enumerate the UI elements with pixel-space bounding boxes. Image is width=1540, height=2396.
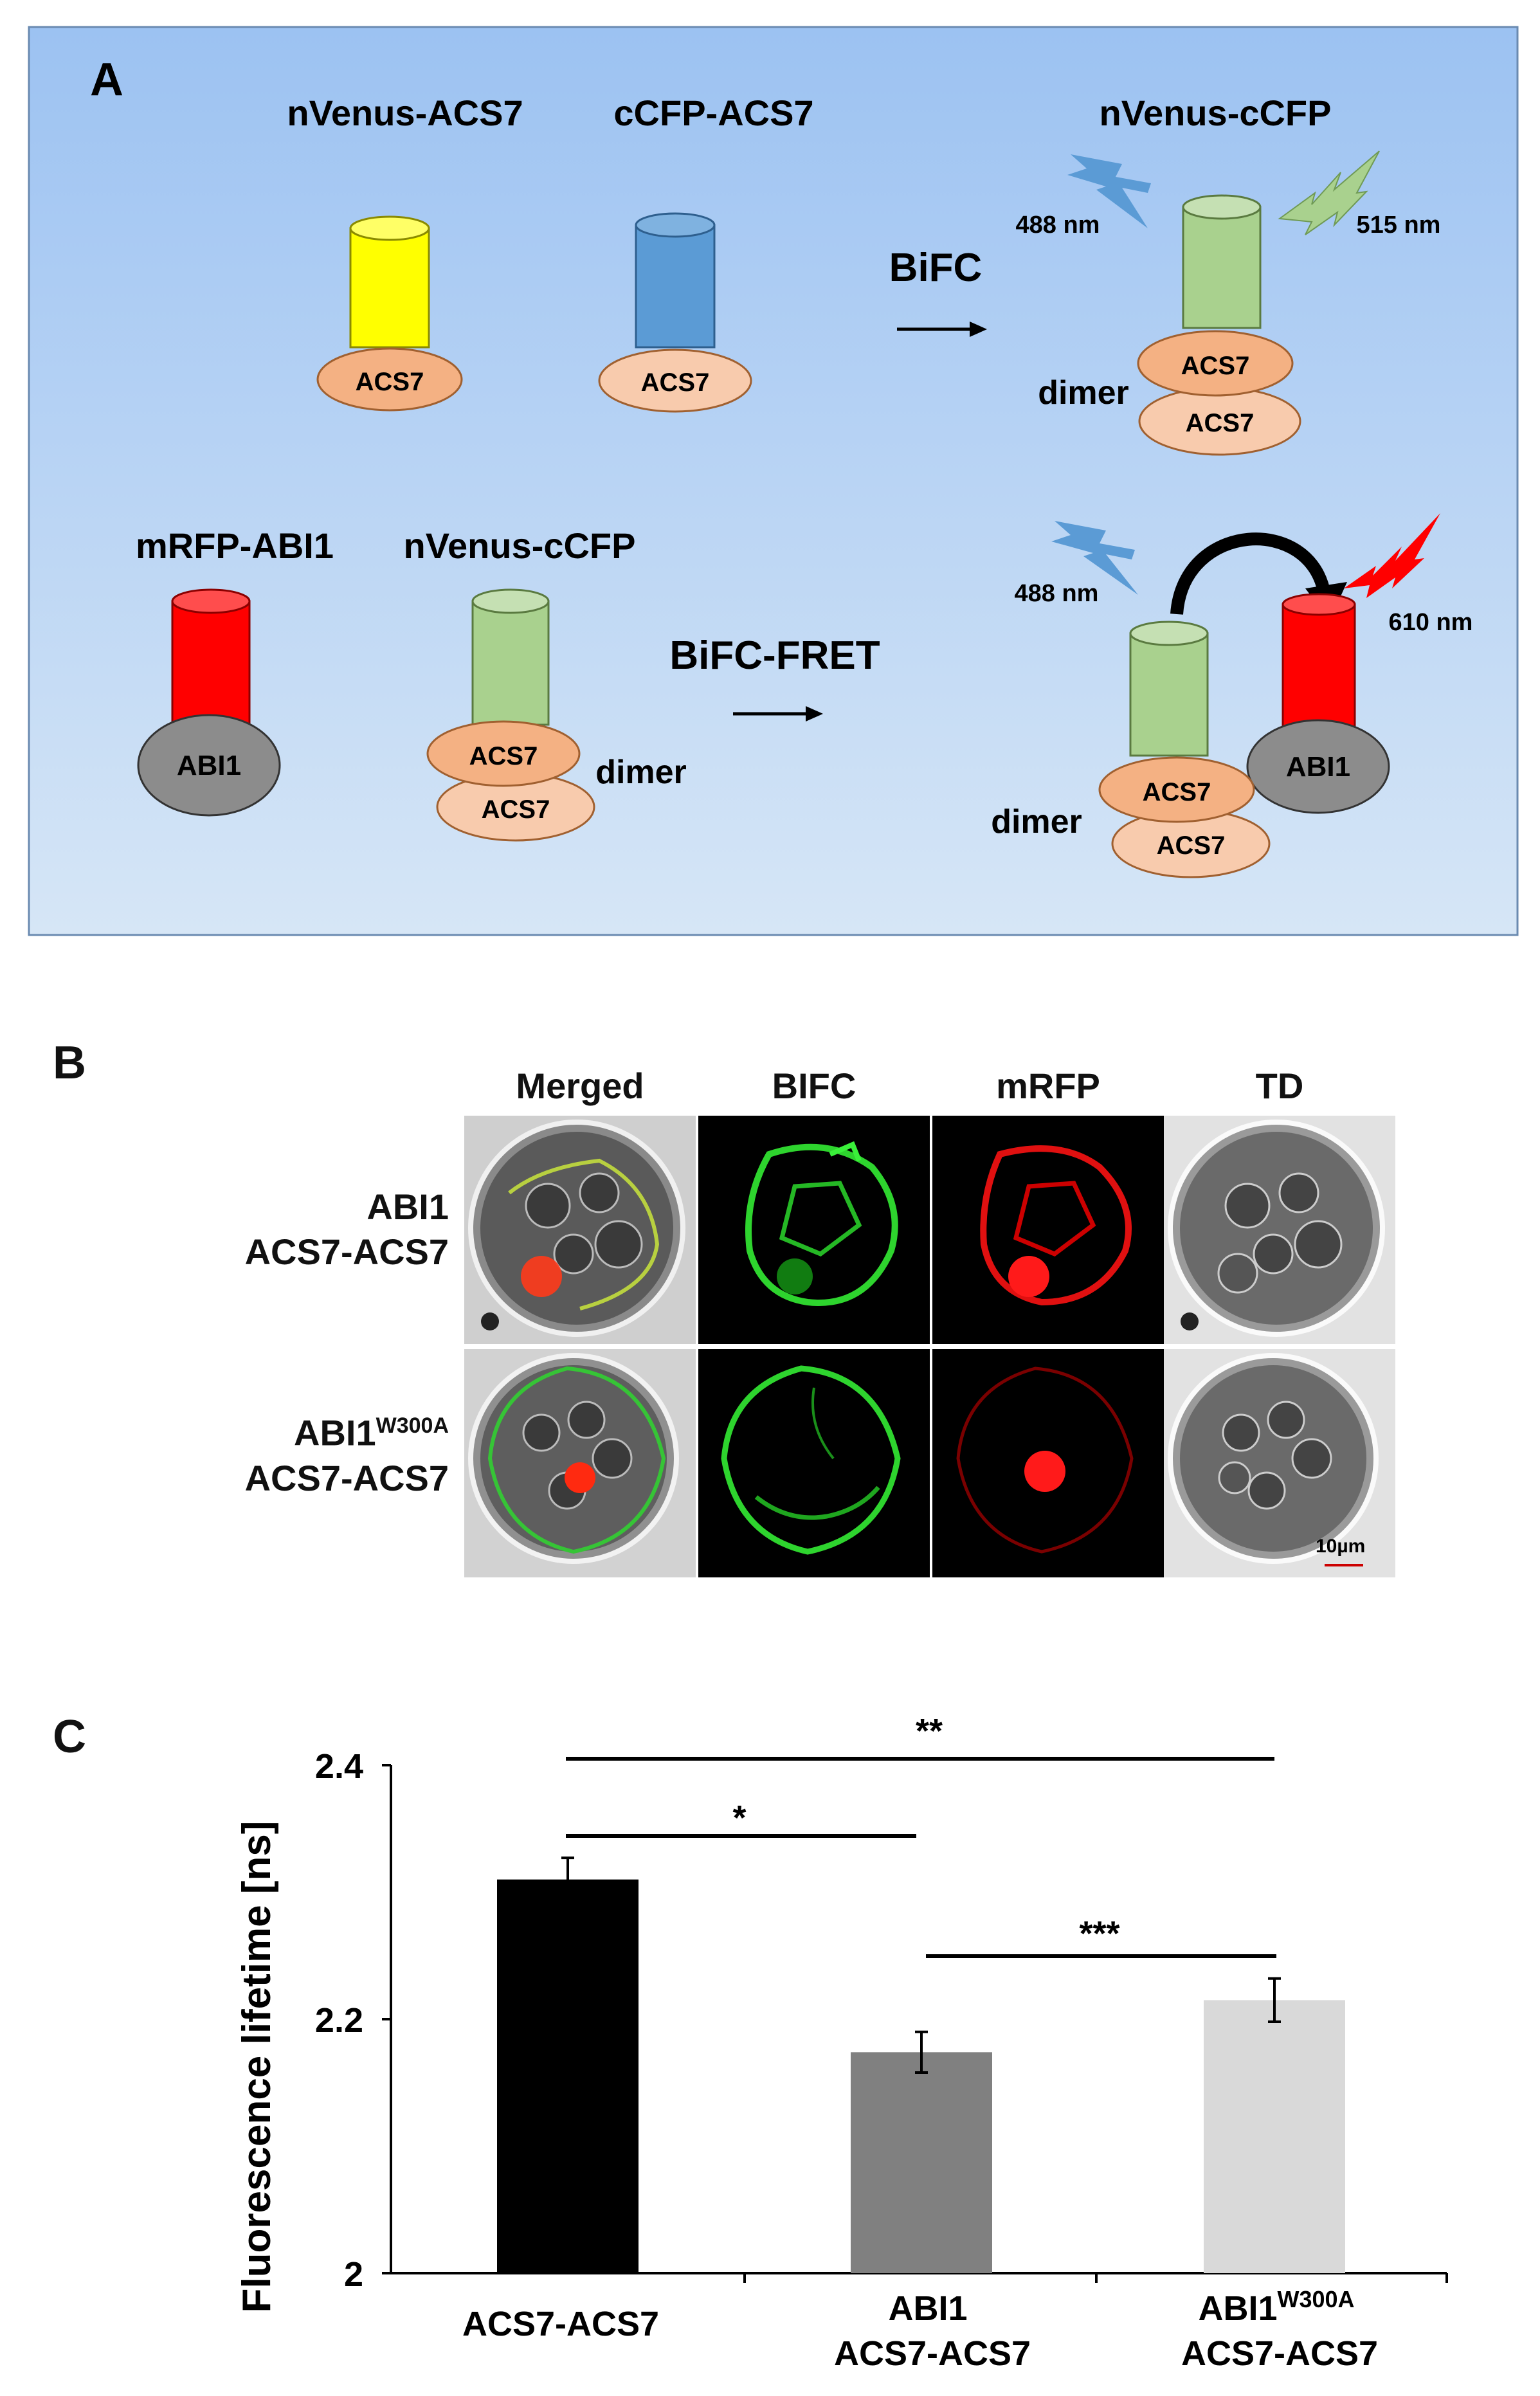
- category-label-2-line2: ACS7-ACS7: [834, 2334, 1031, 2373]
- svg-text:ACS7: ACS7: [1181, 352, 1250, 380]
- red-cylinder: [171, 588, 251, 734]
- dimer-label-input: dimer: [595, 754, 687, 791]
- scale-bar-label: 10µm: [1316, 1536, 1366, 1557]
- input-dimer-acs7-bottom: ACS7: [436, 772, 595, 842]
- input-dimer-acs7-top: ACS7: [426, 720, 581, 787]
- row1-line2: ACS7-ACS7: [244, 1231, 449, 1272]
- category-label-3-line1: ABI1W300A: [1198, 2286, 1354, 2328]
- panel-b-letter: B: [53, 1037, 86, 1089]
- svg-text:ACS7: ACS7: [482, 795, 550, 824]
- col-header-td: TD: [1255, 1066, 1304, 1106]
- image-mrfp-abi1-w300a: [932, 1349, 1164, 1577]
- label-mrfp-abi1: mRFP-ABI1: [136, 525, 334, 566]
- svg-text:ABI1: ABI1: [1286, 751, 1350, 783]
- bifc-fret-arrow-label: BiFC-FRET: [669, 633, 880, 678]
- excitation-bolt-bottom-icon: [1051, 521, 1138, 595]
- dimer-acs7-bottom-top: ACS7: [1138, 386, 1301, 456]
- category-3-base: ABI1: [1198, 2289, 1277, 2328]
- bifc-fret-arrow: [733, 706, 823, 722]
- category-label-3-line2: ACS7-ACS7: [1181, 2334, 1378, 2373]
- emission-bolt-red-icon: [1344, 513, 1440, 598]
- category-3-superscript: W300A: [1277, 2286, 1354, 2312]
- label-nvenus-ccfp-bottom: nVenus-cCFP: [404, 525, 636, 566]
- col-header-bifc: BIFC: [772, 1066, 856, 1106]
- bar-3: [1204, 2000, 1345, 2273]
- col-header-merged: Merged: [516, 1066, 644, 1106]
- row1-line1: ABI1: [367, 1186, 449, 1227]
- label-nvenus-ccfp: nVenus-cCFP: [1100, 93, 1332, 133]
- row-label-abi1-w300a: ABI1W300A ACS7-ACS7: [192, 1403, 449, 1501]
- svg-text:ACS7: ACS7: [1186, 409, 1255, 437]
- svg-text:ACS7: ACS7: [641, 368, 710, 397]
- blue-cylinder: [635, 212, 716, 349]
- bars: [497, 1856, 1345, 2273]
- y-tick-label: 2.2: [315, 2001, 363, 2040]
- yellow-cylinder: [349, 215, 430, 349]
- sig-label-top: **: [916, 1712, 943, 1750]
- row2-line1: ABI1: [294, 1412, 376, 1453]
- bar-chart: Fluorescence lifetime [ns] 22.22.4 ** * …: [235, 1712, 1448, 2373]
- dimer-label-result: dimer: [991, 803, 1082, 840]
- svg-text:ACS7: ACS7: [1143, 778, 1211, 806]
- acs7-ellipse-1: ACS7: [316, 347, 463, 412]
- sig-label-right: ***: [1079, 1914, 1119, 1953]
- abi1-circle: ABI1: [137, 714, 281, 817]
- excitation-488-bottom: 488 nm: [1015, 580, 1099, 607]
- dimer-label-top: dimer: [1038, 374, 1129, 412]
- bifc-arrow: [897, 322, 987, 337]
- excitation-488-top: 488 nm: [1016, 212, 1100, 239]
- emission-610: 610 nm: [1389, 609, 1473, 636]
- result-dimer-acs7-top: ACS7: [1098, 756, 1255, 823]
- y-ticks: 2 2.2 2.4: [315, 1747, 391, 2294]
- image-merged-abi1: [464, 1116, 696, 1344]
- image-mrfp-abi1: [932, 1116, 1164, 1344]
- category-label-2-line1: ABI1: [888, 2289, 967, 2328]
- panel-a: A nVenus-ACS7 cCFP-ACS7 nVenus-cCFP ACS7…: [28, 26, 1519, 936]
- emission-bolt-icon: [1278, 150, 1380, 235]
- label-nvenus-acs7: nVenus-ACS7: [287, 93, 523, 133]
- abi1-circle-result: ABI1: [1246, 719, 1390, 814]
- y-tick-label: 2: [344, 2255, 363, 2294]
- sig-label-left: *: [732, 1799, 746, 1837]
- x-ticks: [743, 2273, 1448, 2283]
- image-td-abi1: [1164, 1116, 1395, 1344]
- bar-2: [851, 2052, 992, 2273]
- svg-text:ACS7: ACS7: [1157, 831, 1226, 860]
- row2-superscript: W300A: [376, 1413, 449, 1438]
- panel-a-letter: A: [90, 54, 123, 105]
- green-cylinder-top: [1182, 194, 1262, 329]
- svg-text:ACS7: ACS7: [356, 368, 424, 396]
- image-td-abi1-w300a: 10µm: [1164, 1349, 1395, 1577]
- svg-text:ACS7: ACS7: [469, 742, 538, 770]
- label-ccfp-acs7: cCFP-ACS7: [613, 93, 813, 133]
- excitation-bolt-icon: [1067, 154, 1151, 228]
- dimer-acs7-top-top: ACS7: [1137, 330, 1294, 397]
- row2-line2: ACS7-ACS7: [244, 1457, 449, 1498]
- emission-515: 515 nm: [1357, 212, 1441, 239]
- row-label-abi1: ABI1 ACS7-ACS7: [192, 1184, 449, 1275]
- acs7-ellipse-2: ACS7: [598, 349, 752, 413]
- svg-text:ABI1: ABI1: [177, 750, 241, 781]
- green-cylinder-result: [1129, 621, 1209, 757]
- result-dimer-acs7-bottom: ACS7: [1111, 809, 1271, 878]
- col-header-mrfp: mRFP: [996, 1066, 1100, 1106]
- y-tick-label: 2.4: [315, 1747, 363, 1786]
- red-cylinder-result: [1282, 593, 1356, 734]
- category-label-1: ACS7-ACS7: [462, 2305, 659, 2343]
- image-bifc-abi1: [698, 1116, 930, 1344]
- bifc-arrow-label: BiFC: [889, 246, 983, 290]
- green-cylinder-input: [471, 588, 550, 726]
- image-bifc-abi1-w300a: [698, 1349, 930, 1577]
- y-axis-title: Fluorescence lifetime [ns]: [235, 1821, 279, 2313]
- image-merged-abi1-w300a: [464, 1349, 696, 1577]
- panel-c-letter: C: [53, 1711, 86, 1763]
- bar-1: [497, 1879, 639, 2273]
